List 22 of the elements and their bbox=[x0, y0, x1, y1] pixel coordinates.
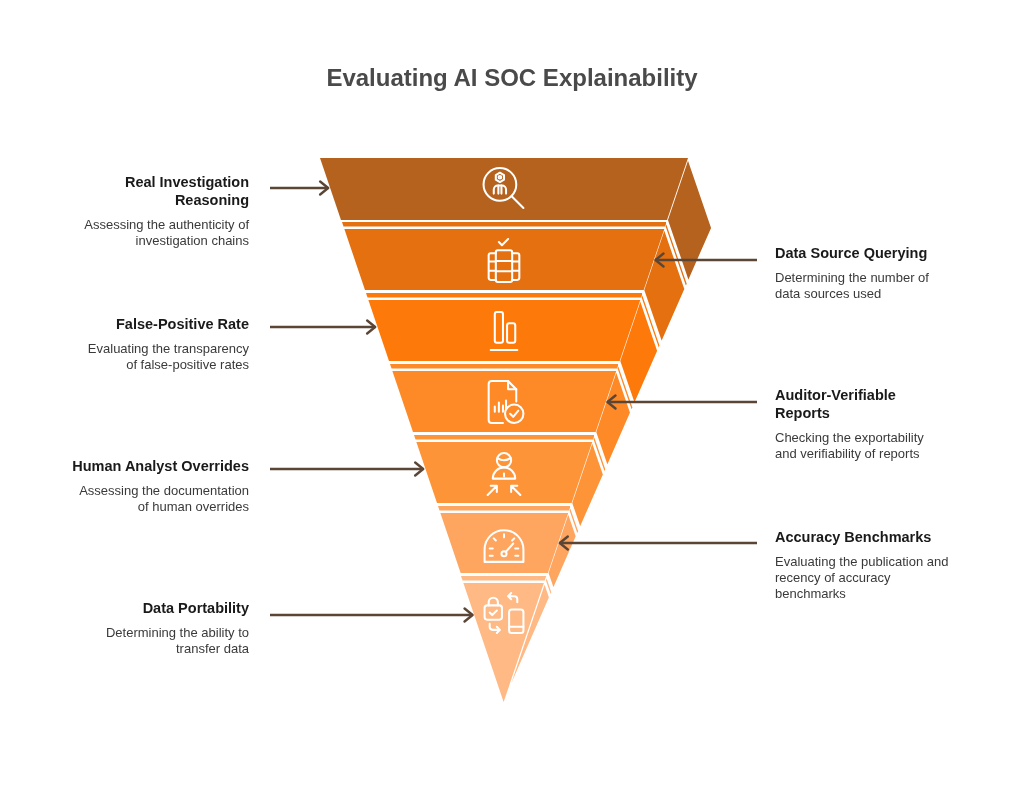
arrow bbox=[654, 252, 757, 268]
item-description: Assessing the documentation of human overrides bbox=[78, 483, 249, 515]
arrow bbox=[270, 180, 330, 196]
item-heading: Auditor-Verifiable Reports bbox=[775, 386, 897, 422]
arrow bbox=[558, 535, 757, 551]
arrow bbox=[270, 461, 425, 477]
item-description: Determining the ability to transfer data bbox=[104, 625, 249, 657]
item-heading: Human Analyst Overrides bbox=[72, 457, 249, 475]
item-description: Evaluating the transparency of false-positive rates bbox=[86, 341, 249, 373]
item-heading: Data Source Querying bbox=[775, 244, 928, 262]
arrow bbox=[270, 319, 377, 335]
item-heading: Accuracy Benchmarks bbox=[775, 528, 932, 546]
item-heading: Real Investigation Reasoning bbox=[123, 173, 249, 209]
diagram-title: Evaluating AI SOC Explainability bbox=[326, 63, 698, 93]
item-description: Determining the number of data sources used bbox=[775, 270, 930, 302]
item-description: Assessing the authenticity of investigation chains bbox=[83, 217, 249, 249]
item-description: Evaluating the publication and recency of accuracy benchmarks bbox=[775, 554, 950, 602]
item-heading: False-Positive Rate bbox=[116, 315, 249, 333]
arrow bbox=[270, 607, 474, 623]
item-description: Checking the exportability and verifiability of reports bbox=[775, 430, 925, 462]
item-heading: Data Portability bbox=[142, 599, 249, 617]
arrow bbox=[606, 394, 757, 410]
